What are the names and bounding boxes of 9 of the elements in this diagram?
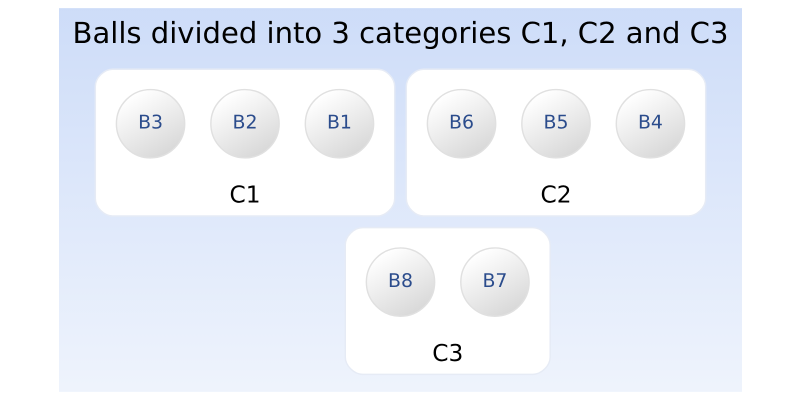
diagram-title: Balls divided into 3 categories C1, C2 and C3 bbox=[72, 16, 728, 50]
node-circle: B5 bbox=[520, 88, 590, 159]
node-circle: B2 bbox=[210, 88, 280, 159]
node-circle: B1 bbox=[304, 88, 374, 159]
node-circle: B3 bbox=[115, 88, 185, 159]
node-circle: B8 bbox=[365, 247, 435, 317]
node-circle: B6 bbox=[426, 88, 496, 159]
node-circle: B7 bbox=[460, 247, 530, 317]
node-circle: B4 bbox=[615, 88, 685, 159]
